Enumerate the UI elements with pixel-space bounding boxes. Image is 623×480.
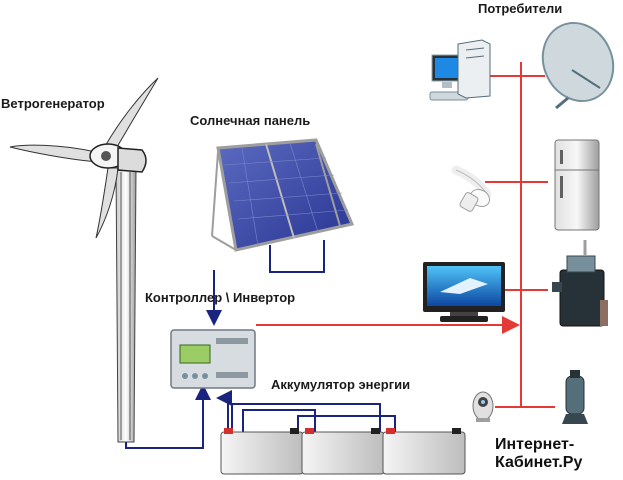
webcam-icon bbox=[472, 391, 494, 422]
controller-unit-icon bbox=[170, 329, 256, 389]
computer-icon bbox=[429, 39, 491, 101]
boiler-icon bbox=[552, 240, 608, 327]
battery-icon bbox=[220, 428, 466, 475]
battery-label: Аккумулятор энергии bbox=[271, 377, 411, 392]
consumers-label: Потребители bbox=[478, 1, 563, 16]
tv-icon bbox=[423, 262, 505, 322]
wind-generator-label: Ветрогенератор bbox=[1, 96, 105, 111]
energy-saving-lamp-icon bbox=[451, 165, 492, 212]
refrigerator-icon bbox=[554, 139, 600, 231]
ac-wiring bbox=[256, 62, 555, 408]
solar-panel-label: Солнечная панель bbox=[190, 113, 311, 128]
water-pump-icon bbox=[562, 370, 588, 424]
satellite-dish-icon bbox=[541, 22, 615, 110]
solar-panel-icon bbox=[211, 138, 355, 252]
watermark-line-2: Кабинет.Ру bbox=[495, 454, 583, 471]
watermark: Интернет- Кабинет.Ру bbox=[495, 436, 582, 472]
controller-inverter-label: Контроллер \ Инвертор bbox=[145, 290, 296, 305]
watermark-line-1: Интернет- bbox=[495, 436, 575, 453]
dc-wiring bbox=[125, 240, 396, 449]
wind-turbine-icon bbox=[9, 77, 159, 443]
